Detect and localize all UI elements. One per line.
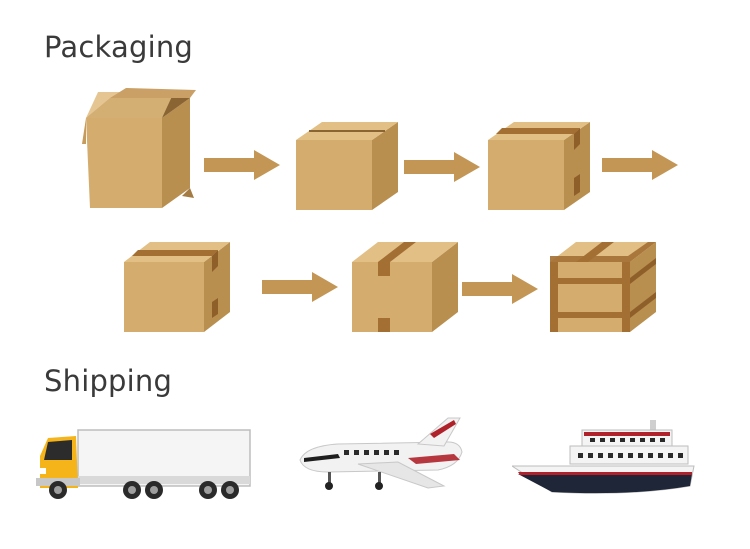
arrow-icon: [262, 272, 340, 302]
cruise-ship-icon: [512, 420, 696, 502]
arrow-icon: [462, 274, 540, 304]
cross-taped-box-icon: [350, 238, 462, 334]
packaging-heading: Packaging: [44, 30, 193, 64]
arrow-icon: [602, 150, 680, 180]
airplane-icon: [298, 414, 468, 496]
open-box-icon: [82, 88, 200, 214]
arrow-icon: [404, 152, 482, 182]
arrow-icon: [204, 150, 282, 180]
shipping-heading: Shipping: [44, 364, 172, 398]
strapped-box-icon: [548, 238, 660, 334]
closed-box-icon: [294, 118, 402, 214]
truck-icon: [36, 428, 252, 500]
taped-box-icon: [486, 118, 594, 214]
taped-box-icon: [122, 238, 234, 334]
